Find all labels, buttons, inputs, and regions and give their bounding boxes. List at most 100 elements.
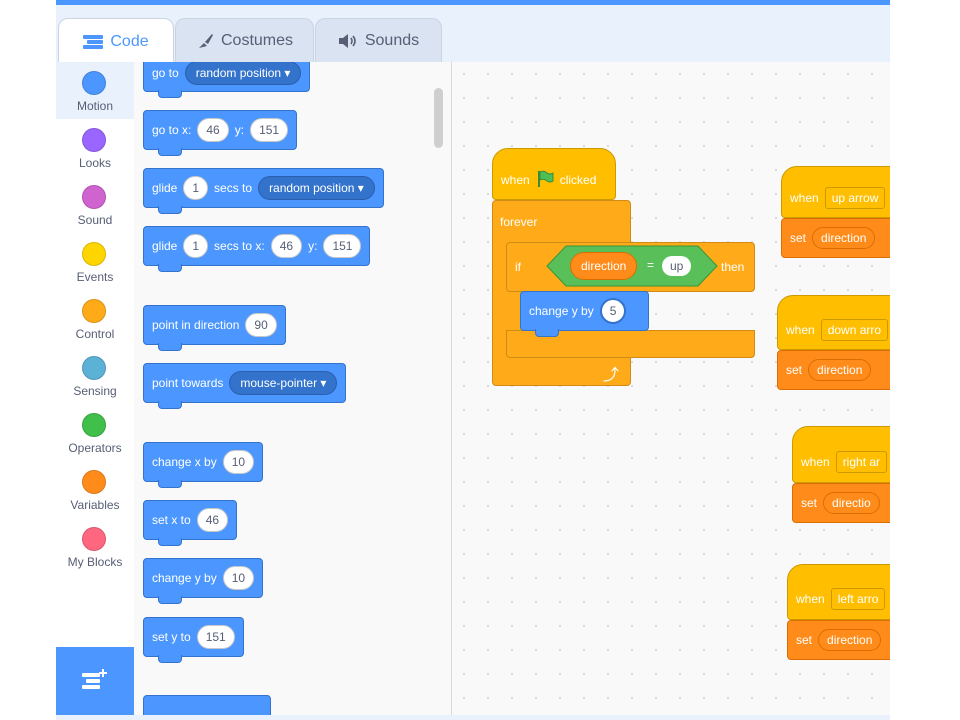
motion-dot-icon: [82, 71, 106, 95]
block-change-x[interactable]: change x by 10: [143, 442, 264, 488]
goto-dropdown[interactable]: random position ▾: [184, 62, 302, 85]
dropdown-value: mouse-pointer: [240, 376, 318, 390]
change-value-input[interactable]: 5: [599, 298, 627, 324]
variable-dropdown[interactable]: direction: [812, 227, 876, 249]
block-label: set: [786, 363, 803, 377]
palette-scrollbar[interactable]: [434, 88, 443, 148]
x-input[interactable]: 46: [270, 234, 303, 258]
variable-dropdown[interactable]: direction: [818, 629, 882, 651]
reporter-label: direction: [581, 259, 627, 273]
block-label: when: [801, 454, 830, 469]
value-input[interactable]: 151: [196, 625, 235, 649]
script-workspace[interactable]: when clicked forever ⤴ if then direction…: [452, 62, 890, 715]
when-key-pressed-block[interactable]: when right ar: [792, 426, 890, 483]
y-input[interactable]: 151: [323, 234, 362, 258]
block-glide-to[interactable]: glide 1 secs to random position ▾: [143, 168, 384, 214]
when-key-pressed-block[interactable]: when left arro: [787, 564, 890, 620]
block-set-x[interactable]: set x to 46: [143, 500, 238, 546]
my-blocks-dot-icon: [82, 527, 106, 551]
category-menu: Motion Looks Sound Events Control Sensin…: [56, 62, 135, 648]
green-flag-icon: [536, 170, 554, 191]
block-label: glide: [152, 181, 178, 195]
block-palette: go to random position ▾ go to x: 46 y: 1…: [134, 62, 452, 715]
key-dropdown[interactable]: right ar: [835, 450, 888, 473]
value-input[interactable]: 46: [196, 508, 229, 532]
y-input[interactable]: 151: [250, 118, 289, 142]
category-label: Control: [75, 327, 115, 341]
set-variable-block[interactable]: set direction: [777, 350, 890, 390]
speaker-icon: [338, 33, 358, 49]
block-label: when: [790, 191, 819, 205]
towards-dropdown[interactable]: mouse-pointer ▾: [229, 371, 338, 395]
block-label: secs to x:: [214, 239, 265, 253]
glide-dropdown[interactable]: random position ▾: [258, 176, 375, 200]
category-label: Looks: [78, 156, 112, 170]
change-y-block[interactable]: change y by 5: [520, 291, 649, 337]
category-label: Variables: [70, 498, 120, 512]
category-my-blocks[interactable]: My Blocks: [56, 518, 134, 575]
category-motion[interactable]: Motion: [56, 62, 134, 119]
category-looks[interactable]: Looks: [56, 119, 134, 176]
direction-reporter[interactable]: direction: [570, 252, 638, 280]
block-label: if: [515, 260, 521, 274]
when-key-pressed-block[interactable]: when up arrow: [781, 166, 890, 218]
block-point-towards[interactable]: point towards mouse-pointer ▾: [143, 363, 347, 409]
add-extension-icon: [82, 669, 107, 689]
block-glide-to-xy[interactable]: glide 1 secs to x: 46 y: 151: [143, 226, 371, 272]
block-label: then: [721, 260, 745, 274]
value-input[interactable]: 10: [222, 566, 255, 590]
block-set-y[interactable]: set y to 151: [143, 617, 244, 663]
variable-dropdown[interactable]: direction: [808, 359, 872, 381]
tab-code[interactable]: Code: [58, 18, 174, 64]
set-variable-block[interactable]: set directio: [792, 483, 890, 523]
category-control[interactable]: Control: [56, 290, 134, 347]
block-label: y:: [234, 123, 245, 137]
block-label: point towards: [152, 376, 224, 390]
when-flag-clicked-block[interactable]: when clicked: [492, 148, 616, 200]
variable-dropdown[interactable]: directio: [823, 492, 880, 514]
add-extension-button[interactable]: [56, 647, 134, 715]
compare-value-input[interactable]: up: [662, 256, 692, 276]
block-change-y[interactable]: change y by 10: [143, 558, 264, 604]
when-key-pressed-block[interactable]: when down arro: [777, 295, 890, 350]
category-label: My Blocks: [67, 555, 123, 569]
right-margin: [890, 0, 960, 720]
secs-input[interactable]: 1: [183, 176, 209, 200]
block-label: set: [790, 231, 807, 245]
block-label: go to x:: [152, 123, 192, 137]
tab-sounds[interactable]: Sounds: [315, 18, 442, 62]
tab-costumes[interactable]: Costumes: [175, 18, 314, 62]
key-dropdown[interactable]: up arrow: [824, 187, 886, 209]
block-partial[interactable]: [143, 695, 271, 715]
category-events[interactable]: Events: [56, 233, 134, 290]
block-label: set y to: [152, 630, 191, 644]
category-label: Sound: [77, 213, 113, 227]
category-label: Sensing: [73, 384, 117, 398]
operators-dot-icon: [82, 413, 106, 437]
block-point-in-direction[interactable]: point in direction 90: [143, 305, 286, 351]
category-sensing[interactable]: Sensing: [56, 347, 134, 404]
x-input[interactable]: 46: [197, 118, 229, 142]
secs-input[interactable]: 1: [183, 234, 209, 258]
category-variables[interactable]: Variables: [56, 461, 134, 518]
editor-tabs: Code Costumes Sounds: [56, 5, 890, 64]
block-go-to[interactable]: go to random position ▾: [143, 62, 311, 98]
tab-costumes-label: Costumes: [220, 31, 294, 49]
if-block-arm: [506, 292, 520, 330]
block-label: forever: [500, 215, 538, 229]
block-label: set x to: [152, 513, 191, 527]
block-go-to-xy[interactable]: go to x: 46 y: 151: [143, 110, 298, 156]
category-label: Operators: [68, 441, 122, 455]
direction-input[interactable]: 90: [245, 313, 277, 337]
category-operators[interactable]: Operators: [56, 404, 134, 461]
set-variable-block[interactable]: set direction: [781, 218, 890, 258]
category-sound[interactable]: Sound: [56, 176, 134, 233]
set-variable-block[interactable]: set direction: [787, 620, 890, 660]
events-dot-icon: [82, 242, 106, 266]
block-label: change y by: [152, 571, 217, 585]
block-label: change x by: [152, 455, 217, 469]
key-dropdown[interactable]: down arro: [820, 318, 889, 341]
key-dropdown[interactable]: left arro: [830, 588, 886, 610]
block-label: glide: [152, 239, 178, 253]
value-input[interactable]: 10: [222, 450, 255, 474]
